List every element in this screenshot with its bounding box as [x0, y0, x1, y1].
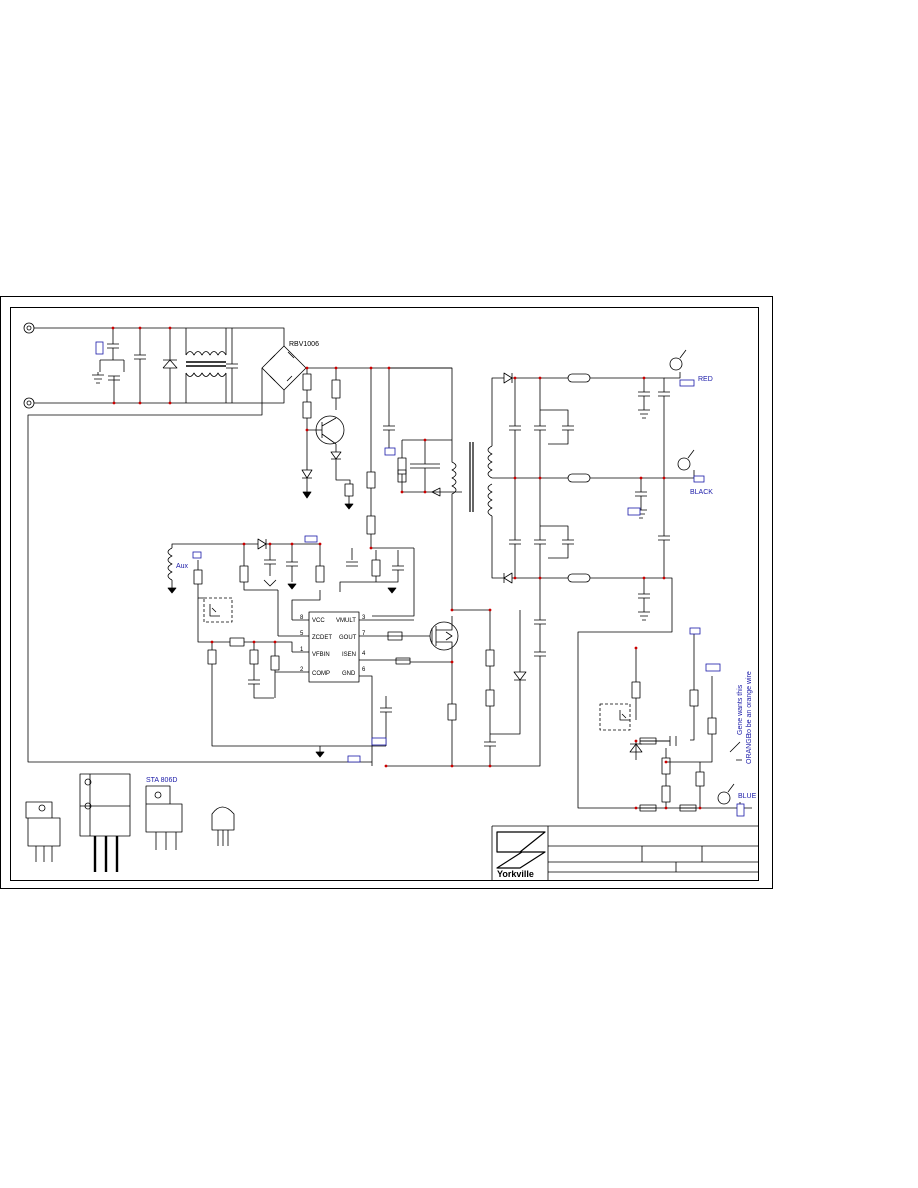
mosfet-switch — [387, 520, 527, 766]
orange-wire-label: ORANGE — [746, 733, 753, 764]
pfc-controller-ic — [277, 590, 414, 766]
package-outline-sta806d — [145, 785, 183, 850]
ic-pin-name: VCC — [312, 618, 325, 624]
ic-pin-number: 2 — [300, 667, 304, 673]
title-block — [491, 825, 758, 880]
ic-pin-number: 6 — [362, 667, 366, 673]
logo-text: Yorkville — [497, 869, 534, 879]
input-tvs-diode — [162, 328, 178, 403]
secondary-centre-tap — [548, 449, 695, 519]
package-outline-to247 — [79, 773, 131, 872]
mains-rails — [34, 327, 232, 404]
ic-pin-name: COMP — [312, 671, 330, 677]
ic-pin-name: ISEN — [342, 652, 356, 658]
main-transformer — [451, 377, 548, 579]
ic-pin-name: VMULT — [336, 618, 356, 624]
startup-circuit — [301, 368, 354, 510]
secondary-feedback — [599, 632, 742, 814]
note-line-2: to be an orange wire — [746, 671, 753, 735]
ac-input-terminals — [23, 322, 35, 409]
bridge-label: RBV1006 — [289, 341, 319, 348]
package-outline-to92 — [211, 806, 235, 846]
junction-dots — [111, 326, 702, 810]
y-capacitor — [386, 578, 546, 767]
yorkville-logo — [496, 831, 546, 869]
aux-label: Aux — [176, 563, 189, 570]
aux-supply — [167, 538, 325, 599]
ic-pin-name: VFBIN — [312, 652, 330, 658]
ic-pin-number: 8 — [300, 615, 304, 621]
ic-pin-number: 4 — [362, 651, 366, 657]
hv-divider — [339, 368, 415, 617]
ic-pin-name: GOUT — [339, 635, 357, 641]
sheet-border — [0, 296, 773, 889]
ic-pin-name: ZCDET — [312, 635, 332, 641]
common-mode-choke — [185, 328, 227, 403]
secondary-positive-rail — [503, 349, 687, 478]
ic-pin-number: 7 — [362, 631, 366, 637]
regulator-label: STA 806D — [146, 777, 177, 784]
secondary-negative-rail — [503, 478, 752, 809]
bridge-rectifier — [27, 327, 452, 763]
ic-pin-number: 3 — [362, 615, 366, 621]
primary-feedback — [197, 597, 392, 758]
primary-snubber — [389, 367, 462, 497]
text-labels: RBV1006 Aux STA 806D RED BLACK BLUE ORAN… — [146, 341, 757, 879]
package-outline-to220 — [25, 801, 61, 862]
ic-pin-number: 1 — [300, 647, 304, 653]
note-line-1: Gene wants this — [737, 684, 744, 735]
net-tags — [95, 341, 745, 817]
ic-pin-labels: 8 VCC 5 ZCDET 1 VFBIN 2 COMP 3 VMULT 7 G… — [300, 615, 366, 677]
black-wire-label: BLACK — [690, 489, 713, 496]
input-filter-caps — [92, 328, 146, 403]
blue-wire-label: BLUE — [738, 793, 757, 800]
red-wire-label: RED — [698, 376, 713, 383]
ic-pin-number: 5 — [300, 631, 304, 637]
x-capacitor — [226, 328, 238, 403]
ic-pin-name: GND — [342, 671, 356, 677]
